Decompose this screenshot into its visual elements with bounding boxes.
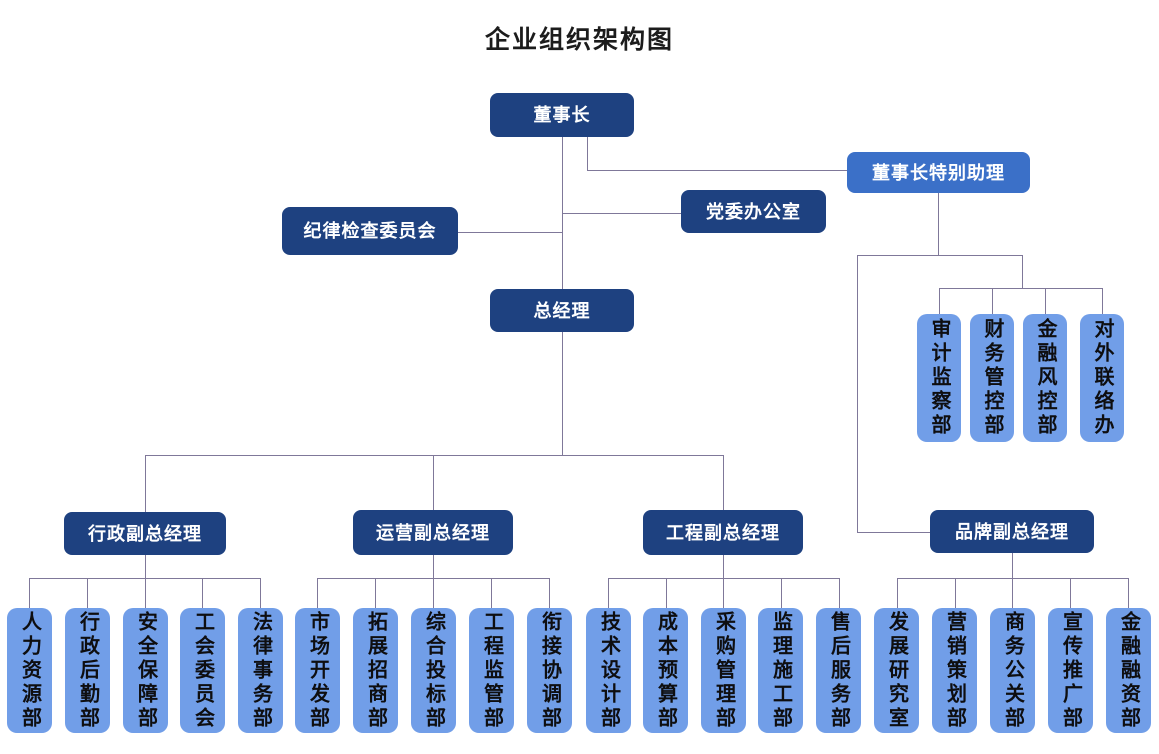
node-bidding-dept: 综合投标部 [411,608,456,733]
node-labor-union-committee: 工会委员会 [180,608,225,733]
node-legal-affairs-dept: 法律事务部 [238,608,283,733]
node-business-pr-dept: 商务公关部 [990,608,1035,733]
connector-line [145,578,146,608]
node-discipline-committee: 纪律检查委员会 [282,207,458,255]
connector-line [491,578,492,608]
connector-line [145,455,146,512]
connector-line [1128,578,1129,608]
connector-line [145,455,723,456]
node-admin-logistics-dept: 行政后勤部 [65,608,110,733]
connector-line [723,555,724,578]
node-procurement-dept: 采购管理部 [701,608,746,733]
connector-line [992,288,993,314]
connector-line [433,555,434,578]
connector-line [587,170,847,171]
connector-line [1022,255,1023,288]
node-technical-design-dept: 技术设计部 [586,608,631,733]
node-special-assistant: 董事长特别助理 [847,152,1030,193]
node-construction-supervision-dept: 监理施工部 [758,608,803,733]
connector-line [549,578,550,608]
connector-line [433,578,434,608]
connector-line [781,578,782,608]
page-title: 企业组织架构图 [484,26,674,54]
connector-line [1102,288,1103,314]
connector-line [938,193,939,255]
node-market-development-dept: 市场开发部 [295,608,340,733]
node-deputy-gm-admin: 行政副总经理 [64,512,226,555]
node-marketing-planning-dept: 营销策划部 [932,608,977,733]
connector-line [562,332,563,455]
node-development-research-office: 发展研究室 [874,608,919,733]
connector-line [587,137,588,170]
connector-line [839,578,840,608]
node-external-liaison-office: 对外联络办 [1080,314,1124,442]
connector-line [375,578,376,608]
connector-line [955,578,956,608]
connector-line [1070,578,1071,608]
connector-line [857,255,1022,256]
node-financial-risk-dept: 金融风控部 [1023,314,1067,442]
connector-line [608,578,609,608]
connector-line [723,578,724,608]
connector-line [939,288,940,314]
node-finance-control-dept: 财务管控部 [970,314,1014,442]
connector-line [939,288,1102,289]
node-financing-dept: 金融融资部 [1106,608,1151,733]
connector-line [562,213,681,214]
connector-line [458,232,562,233]
connector-line [145,555,146,578]
connector-line [897,578,898,608]
node-publicity-promotion-dept: 宣传推广部 [1048,608,1093,733]
connector-line [260,578,261,608]
node-chairman: 董事长 [490,93,634,137]
connector-line [87,578,88,608]
node-cost-budget-dept: 成本预算部 [643,608,688,733]
connector-line [1045,288,1046,314]
node-hr-dept: 人力资源部 [7,608,52,733]
connector-line [857,532,930,533]
node-expansion-investment-dept: 拓展招商部 [353,608,398,733]
node-safety-dept: 安全保障部 [123,608,168,733]
connector-line [857,255,858,532]
connector-line [666,578,667,608]
connector-line [29,578,260,579]
node-deputy-gm-brand: 品牌副总经理 [930,510,1094,553]
node-general-manager: 总经理 [490,289,634,332]
connector-line [723,455,724,510]
connector-line [202,578,203,608]
connector-line [433,455,434,510]
node-deputy-gm-engineering: 工程副总经理 [643,510,803,555]
node-party-office: 党委办公室 [681,190,826,233]
connector-line [317,578,318,608]
connector-line [1012,578,1013,608]
connector-line [29,578,30,608]
node-after-sales-dept: 售后服务部 [816,608,861,733]
connector-line [1012,553,1013,578]
node-coordination-dept: 衔接协调部 [527,608,572,733]
node-project-supervision-dept: 工程监管部 [469,608,514,733]
node-deputy-gm-operations: 运营副总经理 [353,510,513,555]
node-audit-supervision-dept: 审计监察部 [917,314,961,442]
